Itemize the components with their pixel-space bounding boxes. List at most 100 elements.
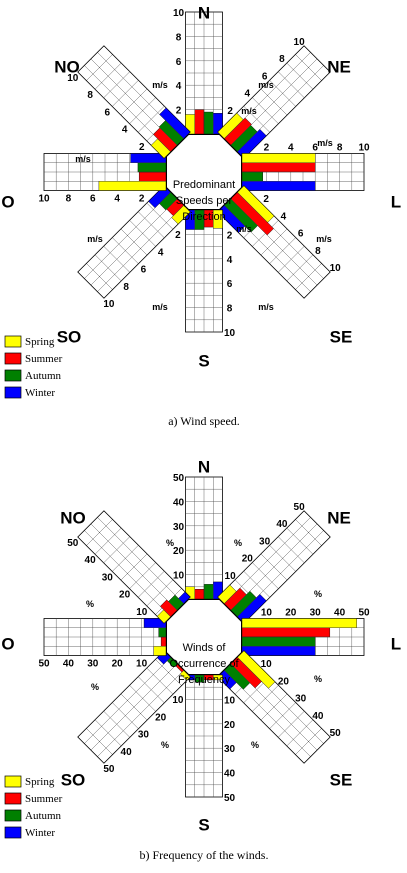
unit-label: %: [234, 538, 242, 548]
lane-line: [230, 523, 318, 611]
lane-line: [97, 517, 184, 604]
tick-label: 10: [330, 263, 342, 274]
tick-label: 10: [294, 37, 306, 48]
tick-label: 40: [276, 519, 288, 530]
direction-label-L: L: [391, 192, 401, 211]
direction-label-NO: NO: [60, 508, 86, 527]
direction-label-N: N: [198, 3, 210, 22]
tick-label: 40: [63, 659, 75, 670]
legend-swatch: [4, 352, 22, 365]
tick-label: 30: [173, 522, 185, 533]
center-title-line: Frequency: [178, 674, 230, 686]
direction-label-NE: NE: [327, 57, 351, 76]
tick-label: 2: [176, 106, 182, 117]
direction-label-O: O: [1, 634, 14, 653]
unit-label: m/s: [75, 154, 91, 164]
unit-label: m/s: [152, 80, 168, 90]
lane-line: [237, 530, 324, 617]
tick-label: 50: [38, 659, 50, 670]
tick-label: 10: [261, 659, 273, 670]
bar-L-spring: [241, 618, 357, 628]
tick-label: 8: [337, 143, 343, 154]
tick-label: 20: [242, 554, 254, 565]
tick-label: 50: [67, 538, 79, 549]
tick-label: 4: [158, 247, 164, 258]
arm-NO: [77, 510, 191, 624]
tick-label: 20: [173, 546, 185, 557]
caption: b) Frequency of the winds.: [140, 848, 269, 862]
unit-label: m/s: [236, 224, 252, 234]
unit-label: m/s: [258, 80, 274, 90]
bar-O-spring: [98, 181, 167, 191]
legend-swatch: [4, 809, 22, 822]
tick-label: 8: [315, 246, 321, 257]
tick-label: 2: [263, 194, 269, 205]
bar-O-spring: [153, 646, 167, 656]
bar-L-summer: [241, 627, 331, 638]
lane-line: [237, 65, 324, 152]
legend-swatch: [4, 386, 22, 399]
bar-L-spring: [241, 153, 316, 163]
lane-line: [84, 65, 171, 152]
lane-line: [237, 657, 324, 744]
arm-N: [185, 476, 223, 600]
legend-swatch: [4, 826, 22, 839]
direction-label-SO: SO: [61, 770, 86, 789]
tick-label: 10: [224, 695, 236, 706]
tick-label: 50: [224, 793, 236, 804]
tick-label: 20: [155, 712, 167, 723]
legend-swatch: [4, 369, 22, 382]
tick-label: 10: [358, 143, 370, 154]
direction-label-N: N: [198, 457, 210, 476]
arm-S: [185, 209, 223, 333]
tick-label: 10: [173, 571, 185, 582]
lane-line: [224, 205, 311, 292]
bar-L-autumn: [241, 636, 316, 647]
center-title-line: Winds of: [183, 642, 227, 654]
tick-label: 4: [227, 255, 233, 266]
lane-line: [230, 58, 318, 146]
tick-label: 6: [141, 265, 147, 276]
bar-N-autumn: [203, 584, 214, 600]
tick-label: 40: [334, 608, 346, 619]
lane-line: [224, 517, 311, 604]
tick-label: 50: [358, 608, 370, 619]
tick-label: 10: [103, 299, 115, 310]
tick-label: 50: [173, 473, 185, 484]
direction-label-NE: NE: [327, 508, 351, 527]
legend-swatch: [4, 775, 22, 788]
tick-label: 2: [139, 142, 145, 153]
tick-label: 2: [227, 230, 233, 241]
tick-label: 2: [139, 194, 145, 205]
tick-label: 6: [90, 194, 96, 205]
tick-label: 4: [176, 81, 182, 92]
tick-label: 20: [119, 590, 131, 601]
direction-label-S: S: [198, 815, 209, 834]
unit-label: %: [314, 674, 322, 684]
legend-label: Summer: [25, 793, 63, 805]
tick-label: 30: [102, 572, 114, 583]
tick-label: 6: [298, 229, 304, 240]
center-title-line: Speeds per: [176, 195, 233, 207]
tick-label: 30: [259, 536, 271, 547]
tick-label: 30: [138, 730, 150, 741]
tick-label: 2: [175, 230, 181, 241]
unit-label: %: [161, 740, 169, 750]
direction-label-L: L: [391, 634, 401, 653]
bar-L-winter: [241, 646, 316, 656]
direction-label-S: S: [198, 351, 209, 370]
tick-label: 50: [330, 728, 342, 739]
legend-label: Spring: [25, 336, 55, 348]
tick-label: 8: [279, 54, 285, 65]
tick-label: 8: [123, 282, 129, 293]
tick-label: 40: [312, 711, 324, 722]
tick-label: 40: [85, 555, 97, 566]
bar-N-summer: [194, 109, 205, 135]
lane-line: [97, 670, 184, 757]
tick-label: 10: [38, 194, 50, 205]
direction-label-SE: SE: [330, 327, 353, 346]
lane-line: [224, 52, 311, 139]
tick-label: 4: [281, 211, 287, 222]
legend-label: Summer: [25, 353, 63, 365]
